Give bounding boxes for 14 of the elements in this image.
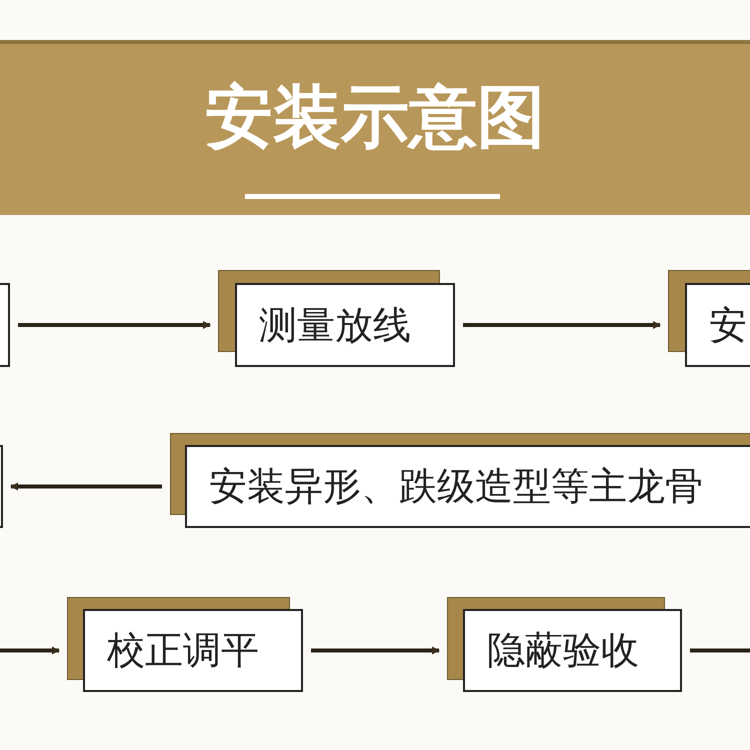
step-label: 校正调平 <box>107 627 259 674</box>
process-box <box>67 597 303 692</box>
process-box <box>170 433 750 528</box>
arrow <box>10 482 162 490</box>
arrow <box>18 321 211 329</box>
step-label: 隐蔽验收 <box>487 627 639 674</box>
step-label: 安装异形、跌级造型等主龙骨 <box>209 463 703 510</box>
arrow <box>311 646 440 654</box>
step-label: 安 <box>709 302 747 348</box>
step-label: 测量放线 <box>259 302 411 348</box>
arrow <box>463 321 661 329</box>
arrow <box>0 646 60 654</box>
process-box <box>218 270 455 367</box>
process-box <box>447 597 682 692</box>
